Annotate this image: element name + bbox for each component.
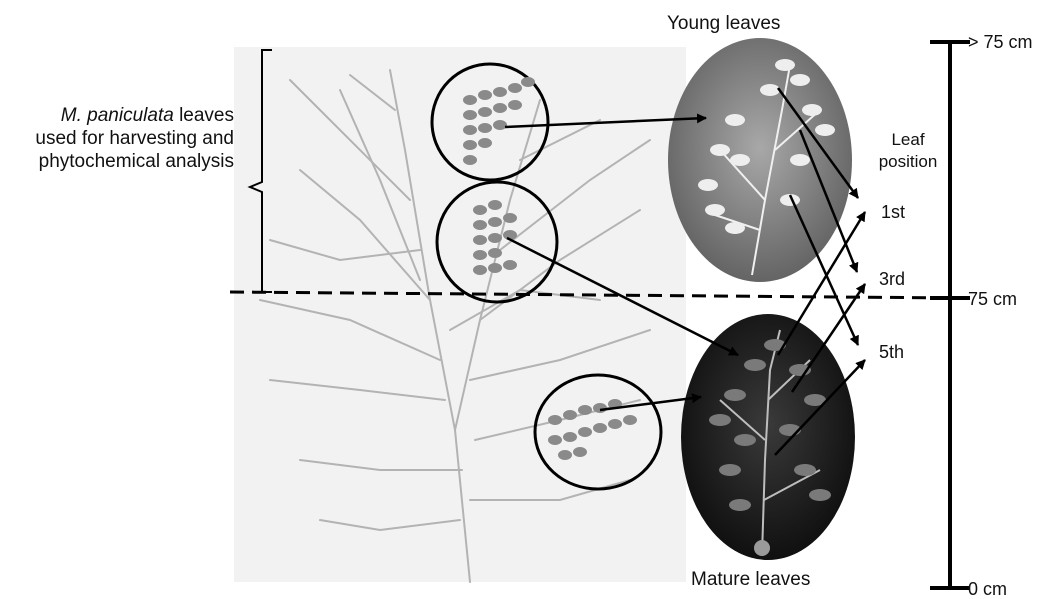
species-name: M. paniculata: [61, 105, 174, 126]
height-label-0cm: 0 cm: [968, 580, 1007, 598]
height-label-75cm: 75 cm: [968, 290, 1017, 308]
mature-leaves-label: Mature leaves: [691, 570, 810, 589]
tree-sketch: [234, 47, 686, 582]
leaf-position-3rd: 3rd: [879, 270, 905, 288]
height-scale-bar: [930, 42, 970, 588]
mature-leaves-photo: [681, 314, 855, 560]
young-leaves-photo: [668, 38, 852, 282]
leaf-position-heading: Leaf position: [873, 129, 943, 173]
harvest-caption: M. paniculata leaves used for harvesting…: [0, 104, 234, 173]
leaf-position-5th: 5th: [879, 343, 904, 361]
caption-rest: used for harvesting and phytochemical an…: [35, 128, 234, 172]
leaf-position-1st: 1st: [881, 203, 905, 221]
height-label-top: > 75 cm: [968, 33, 1033, 51]
young-leaves-label: Young leaves: [667, 14, 780, 33]
caption-line1: leaves: [174, 105, 234, 126]
